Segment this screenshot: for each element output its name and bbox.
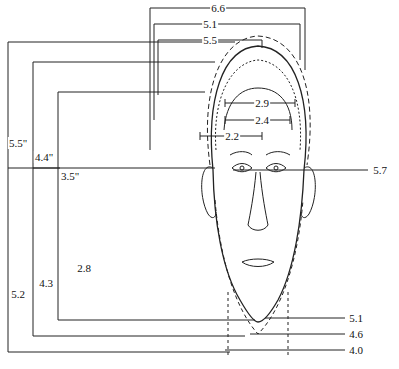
dimension-value: 5.1 <box>348 312 364 324</box>
dimension-value: 5.5 <box>202 34 218 46</box>
dimension-value: 4.3 <box>38 277 54 289</box>
dimension-value: 6.6 <box>210 2 226 14</box>
dimension-value: 5.7 <box>372 164 388 176</box>
dimension-value: 2.2 <box>224 130 240 142</box>
dimension-value: 4.0 <box>348 344 364 356</box>
dimension-value: 3.5" <box>60 170 80 182</box>
dimension-value: 2.9 <box>254 97 270 109</box>
dimension-value: 5.5" <box>8 137 28 149</box>
dimension-value: 5.1 <box>202 18 218 30</box>
dimension-value: 5.2 <box>10 288 26 300</box>
dimension-value: 4.6 <box>348 328 364 340</box>
dimension-value: 2.4 <box>254 114 270 126</box>
dimension-value: 2.8 <box>76 262 92 274</box>
dimension-value: 4.4" <box>34 151 54 163</box>
